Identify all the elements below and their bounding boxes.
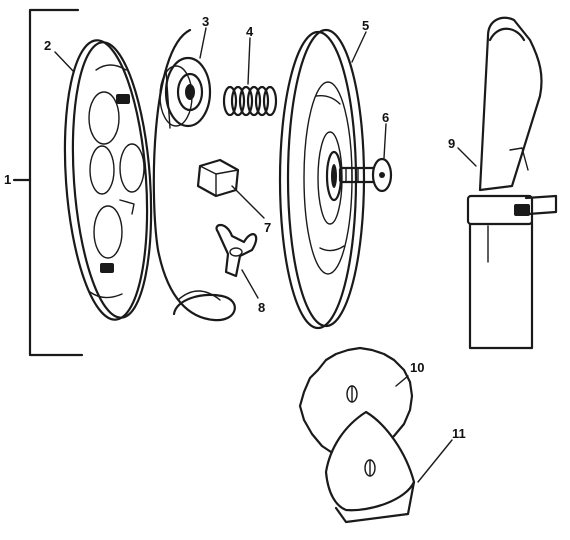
callout-labels: 1 2 3 4 5 6 7 8 9 10 11: [4, 14, 466, 441]
assembly-bracket: [12, 8, 84, 357]
part-9-clamp: [466, 16, 558, 350]
part-2-front-plate: [63, 39, 153, 321]
part-7-nut: [196, 158, 240, 198]
part-11-sector-blade: [324, 410, 416, 524]
part-6-bolt: [338, 157, 393, 193]
callout-11: 11: [452, 426, 466, 441]
callout-5: 5: [362, 18, 369, 33]
callout-2: 2: [44, 38, 51, 53]
callout-7: 7: [264, 220, 271, 235]
part-3-coil-hub: [152, 28, 236, 322]
callout-10: 10: [410, 360, 424, 375]
callout-3: 3: [202, 14, 209, 29]
part-8-wing-nut: [215, 223, 258, 278]
part-4-spring: [222, 85, 278, 117]
callout-6: 6: [382, 110, 389, 125]
callout-9: 9: [448, 136, 455, 151]
callout-1: 1: [4, 172, 11, 187]
leader-lines: [54, 27, 477, 483]
callout-4: 4: [246, 24, 254, 39]
callout-8: 8: [258, 300, 265, 315]
